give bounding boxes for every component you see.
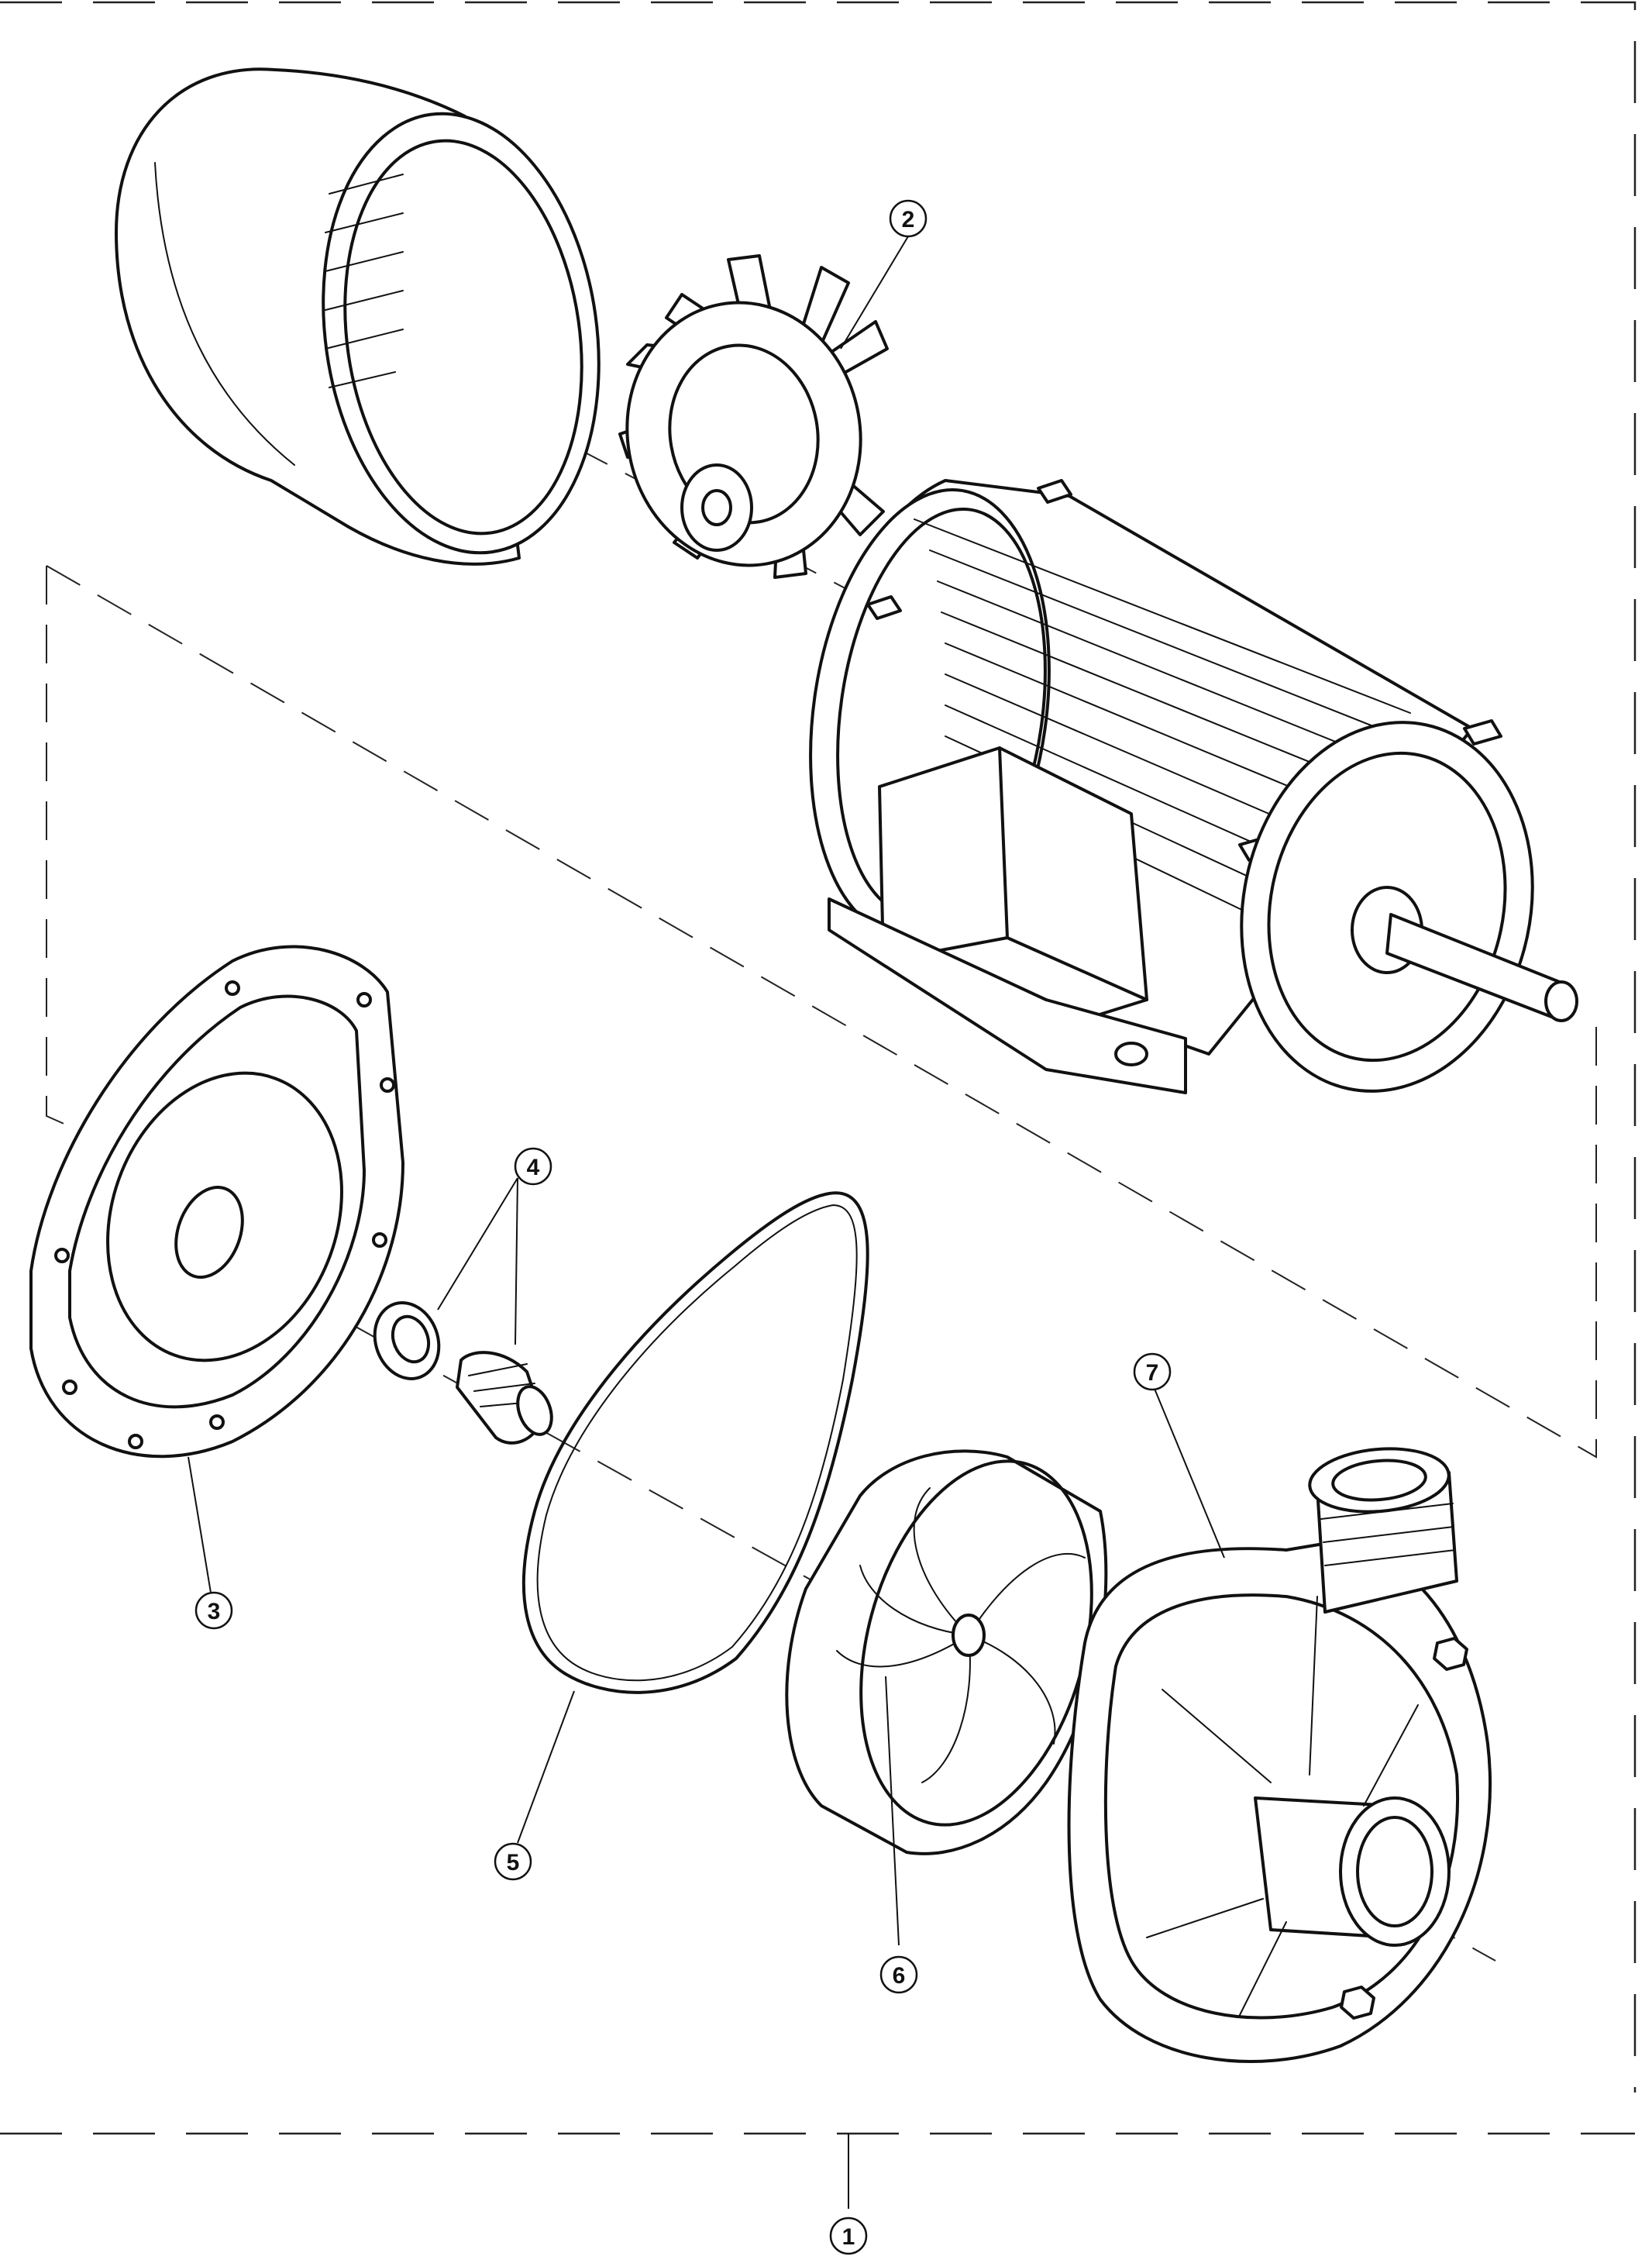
fan-cover [115,67,601,566]
callout-2: 2 [889,199,928,238]
mechanical-seal [373,1301,553,1445]
seal-plate [29,945,404,1459]
svg-text:3: 3 [208,1599,221,1624]
cover-grille [325,174,404,388]
svg-text:6: 6 [893,1963,906,1989]
pump-housing [1067,1447,1492,2063]
callout-6: 6 [879,1955,918,1994]
seal-plate-holes [54,980,395,1449]
callout-1: 1 [829,2216,868,2255]
o-ring-gasket [521,1191,869,1694]
svg-text:7: 7 [1146,1360,1159,1386]
housing-bolts [1340,1637,1468,2020]
callout-5: 5 [494,1842,532,1881]
motor-cooling-fins [914,518,1419,962]
outlet-port [1308,1447,1458,1614]
inlet-port [1254,1796,1451,1947]
electric-motor [809,479,1578,1094]
callout-7: 7 [1133,1352,1172,1391]
svg-text:2: 2 [902,207,915,232]
motor-foot [828,897,1187,1094]
impeller [785,1449,1108,1855]
svg-text:5: 5 [507,1850,520,1876]
cooling-fan [618,254,889,579]
svg-text:4: 4 [527,1155,540,1180]
leader-lines [188,236,1225,2209]
svg-text:1: 1 [842,2224,855,2250]
callout-4: 4 [514,1147,552,1186]
housing-ribs [1146,1596,1419,2016]
callout-3: 3 [194,1591,233,1630]
motor-shaft [1385,913,1578,1022]
assembly-boundary [0,1,1637,2135]
